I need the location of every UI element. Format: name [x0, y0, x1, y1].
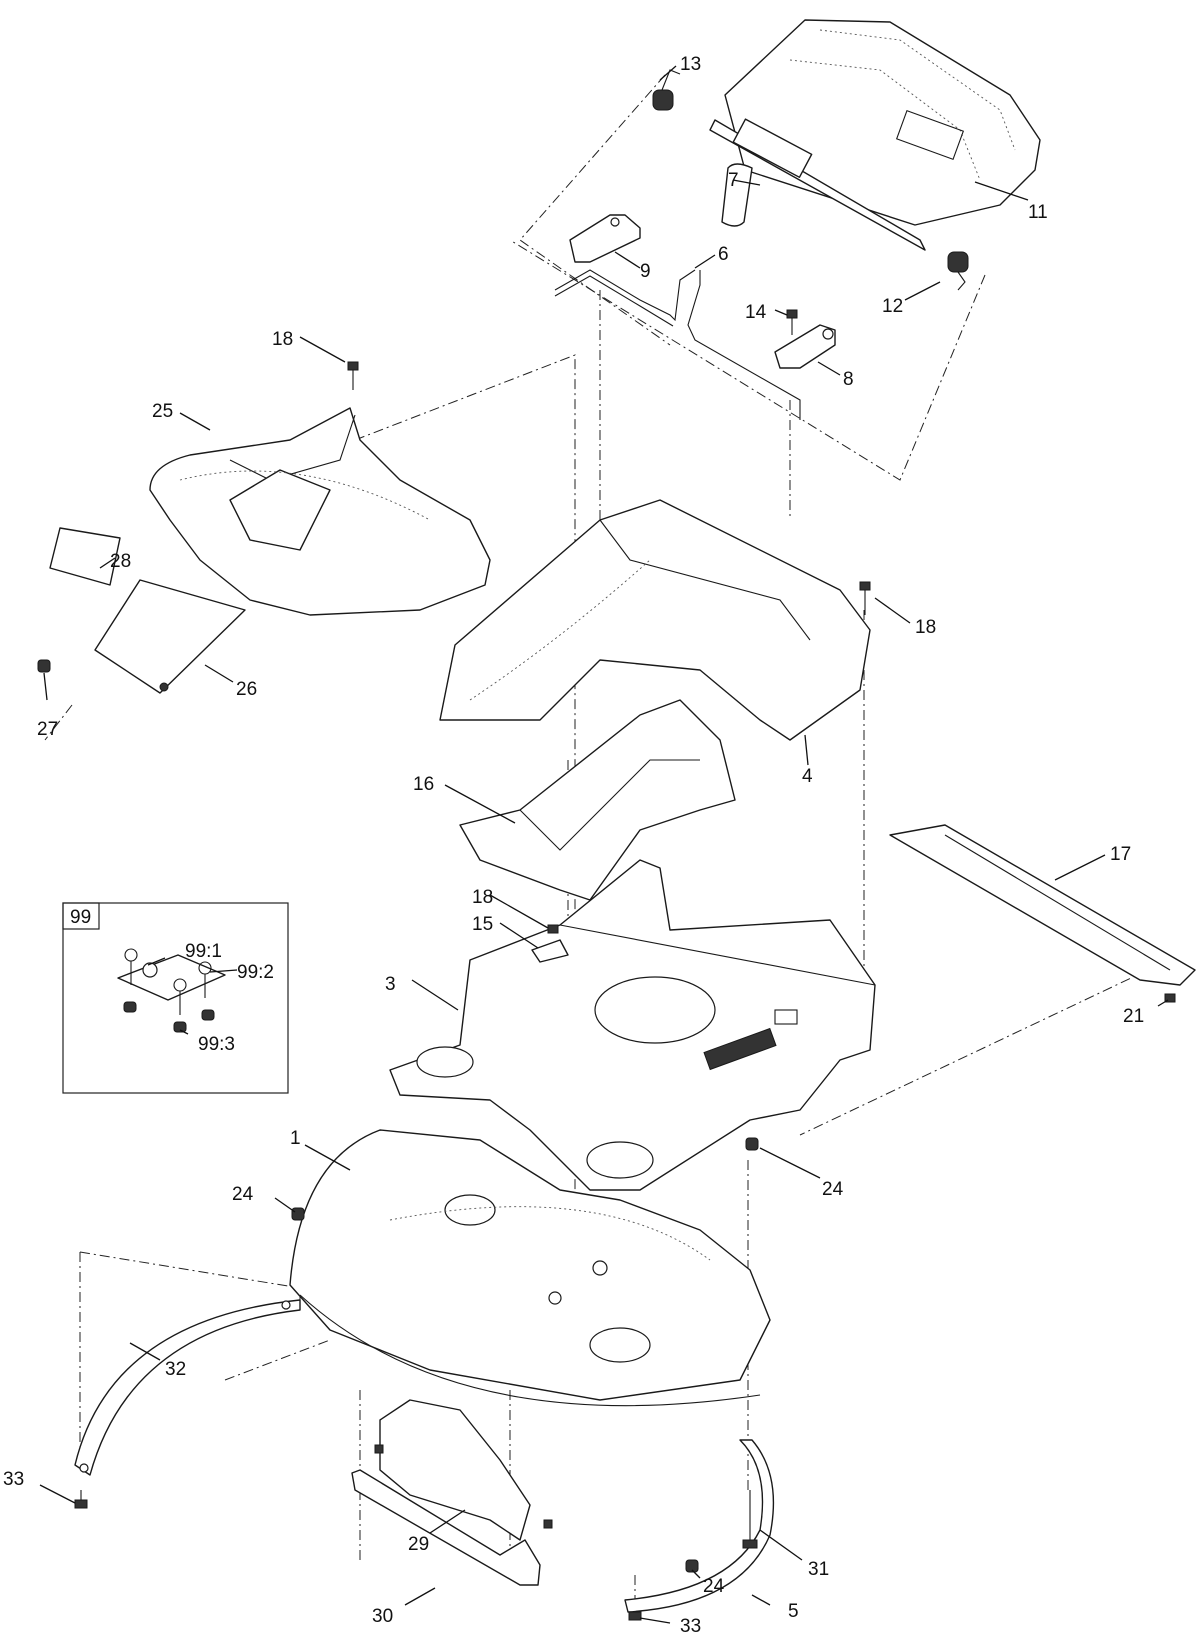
nut-part-24-lower	[685, 1559, 699, 1573]
callout-32: 32	[165, 1359, 186, 1380]
callout-15: 15	[472, 914, 493, 935]
duct-part-16	[459, 699, 736, 901]
spring-part-13	[652, 69, 681, 111]
callout-12: 12	[882, 296, 903, 317]
callout-26: 26	[236, 679, 257, 700]
callout-17: 17	[1110, 844, 1131, 865]
callout-4: 4	[802, 766, 813, 787]
callout-21: 21	[1123, 1006, 1144, 1027]
callout-24-left: 24	[232, 1184, 254, 1205]
bracket-part-9	[569, 214, 641, 263]
bolt-part-18-top	[347, 361, 359, 390]
callout-99-2: 99:2	[237, 962, 274, 983]
callout-27: 27	[37, 719, 58, 740]
callout-8: 8	[843, 369, 854, 390]
bolt-part-33-left	[74, 1490, 88, 1509]
callout-24-lower: 24	[703, 1576, 725, 1597]
bolt-part-5	[742, 1490, 758, 1549]
callout-99-3: 99:3	[198, 1034, 235, 1055]
leader-lines	[39, 65, 1169, 1624]
callout-18-right: 18	[915, 617, 936, 638]
bumper-part-7	[721, 163, 753, 227]
callout-9: 9	[640, 261, 651, 282]
callout-30: 30	[372, 1606, 393, 1627]
guard-part-32	[74, 1299, 301, 1476]
callout-29: 29	[408, 1534, 429, 1555]
nut-part-27	[37, 659, 51, 673]
inset-title: 99	[70, 907, 91, 928]
bolt-part-14	[786, 309, 798, 335]
clip-part-15	[531, 939, 569, 963]
callout-1: 1	[290, 1128, 301, 1149]
decal-part-28	[49, 527, 121, 586]
callout-6: 6	[718, 244, 729, 265]
inset-kit-99: 99	[62, 902, 289, 1094]
rod-part-6	[554, 269, 801, 420]
callout-14: 14	[745, 302, 767, 323]
callout-33-left: 33	[3, 1469, 24, 1490]
callout-16: 16	[413, 774, 434, 795]
callout-5: 5	[788, 1601, 799, 1622]
callout-7: 7	[728, 170, 739, 191]
guard-part-31	[624, 1439, 775, 1613]
callout-28: 28	[110, 551, 131, 572]
callout-24-right: 24	[822, 1179, 844, 1200]
callout-11: 11	[1028, 202, 1048, 223]
console-part-4	[439, 499, 871, 741]
callout-31: 31	[808, 1559, 829, 1580]
rail-part-17	[889, 824, 1196, 986]
nut-part-24-right	[745, 1137, 759, 1151]
callout-18-top: 18	[272, 329, 293, 350]
callout-33-bottom: 33	[680, 1616, 701, 1637]
deck-part-1	[289, 1129, 771, 1407]
shroud-part-25	[149, 407, 491, 616]
spring-part-12	[947, 251, 969, 291]
seat-pan-part-11	[709, 19, 1041, 251]
plate-part-30	[351, 1469, 541, 1586]
callouts: 13 7 11 6 9 12 14 8 18 25 28 26 27 18 4 …	[3, 54, 1144, 1637]
frame-part-3	[389, 859, 876, 1191]
callout-99-1: 99:1	[185, 941, 222, 962]
callout-13: 13	[680, 54, 701, 75]
plate-part-26	[94, 579, 246, 694]
screw-part-21	[1164, 993, 1176, 1003]
callout-3: 3	[385, 974, 396, 995]
baffle-part-29	[374, 1399, 553, 1541]
bolt-part-33-bottom	[628, 1611, 642, 1621]
bracket-part-8	[774, 324, 836, 369]
callout-18-middle: 18	[472, 887, 493, 908]
nut-part-24-left	[291, 1207, 305, 1221]
callout-25: 25	[152, 401, 173, 422]
bolt-part-18-right	[859, 581, 871, 615]
assembly-lines	[44, 74, 1149, 1610]
bolt-part-18-middle	[547, 924, 559, 934]
